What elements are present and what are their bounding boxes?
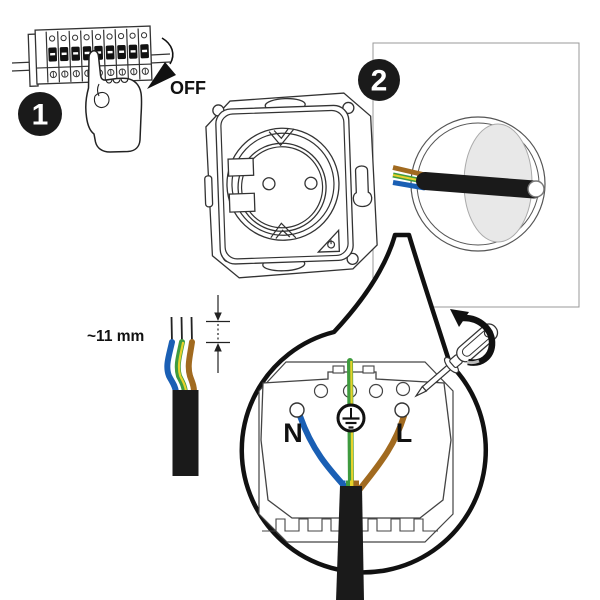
cable-wire-yellow	[350, 480, 353, 487]
earth-clip-bottom	[270, 222, 297, 239]
breaker-panel-illustration: OFF 1	[11, 25, 206, 153]
pin-hole-left	[262, 177, 276, 191]
cable-wire-green	[346, 480, 350, 487]
plate-side-slot	[204, 175, 214, 208]
earth-symbol-icon	[336, 403, 366, 433]
cable-strip-illustration	[164, 316, 199, 476]
line-wire-stub	[392, 165, 426, 178]
neutral-wire	[164, 339, 179, 395]
din-rail-lines	[11, 53, 171, 72]
socket-back-illustration: N L	[258, 358, 454, 600]
step1-badge: 1	[18, 92, 62, 136]
step1-badge-number: 1	[32, 99, 49, 132]
socket-recess-inner	[240, 146, 324, 229]
breaker-toggle-notches	[50, 49, 148, 56]
strip-length-dimension	[206, 295, 230, 373]
line-wire	[185, 339, 197, 395]
clamp-screw-hole	[395, 381, 411, 397]
cable-through-box	[416, 172, 543, 199]
clamp-screw-hole	[313, 383, 329, 399]
neutral-terminal	[289, 402, 305, 418]
supply-cable	[336, 486, 364, 600]
plate-screw-hole	[346, 252, 359, 266]
earth-clip-top	[268, 128, 295, 147]
socket-face-rim-inner	[231, 132, 335, 236]
clamp-tab	[362, 365, 375, 374]
breaker-bottom-screws	[49, 67, 149, 79]
plate-keyhole-slot	[352, 165, 373, 208]
clamp-tab	[332, 365, 345, 374]
bare-wire-tips	[170, 316, 193, 344]
pin-hole-right	[304, 176, 318, 190]
cable-end-grommet	[527, 180, 545, 198]
breaker-top-screws	[48, 32, 148, 42]
neutral-label: N	[283, 418, 303, 448]
cable-wire-blue	[340, 480, 346, 487]
wall-box-detail	[392, 116, 546, 252]
step1-badge-circle	[18, 92, 62, 136]
line-label: L	[396, 418, 413, 448]
recess-side-cutout	[227, 157, 255, 177]
step2-badge: 2	[358, 59, 400, 101]
strip-length-label: ~11 mm	[87, 328, 144, 345]
line-wire	[357, 413, 407, 492]
clamp-screw-hole	[368, 383, 384, 399]
off-arrow-icon	[147, 37, 176, 89]
cable-jacket	[172, 390, 199, 476]
off-label: OFF	[170, 78, 206, 98]
line-terminal	[394, 402, 410, 418]
rotate-arrow-icon	[450, 309, 496, 366]
socket-cover-frame-inner	[220, 109, 349, 260]
step2-badge-number: 2	[371, 65, 388, 98]
socket-front-illustration	[204, 92, 378, 279]
earth-wire-stripe	[177, 341, 188, 393]
hand-icon	[85, 50, 143, 153]
step2-badge-circle	[358, 59, 400, 101]
recess-side-cutout	[228, 192, 256, 213]
cable-wire-brown	[353, 480, 359, 487]
